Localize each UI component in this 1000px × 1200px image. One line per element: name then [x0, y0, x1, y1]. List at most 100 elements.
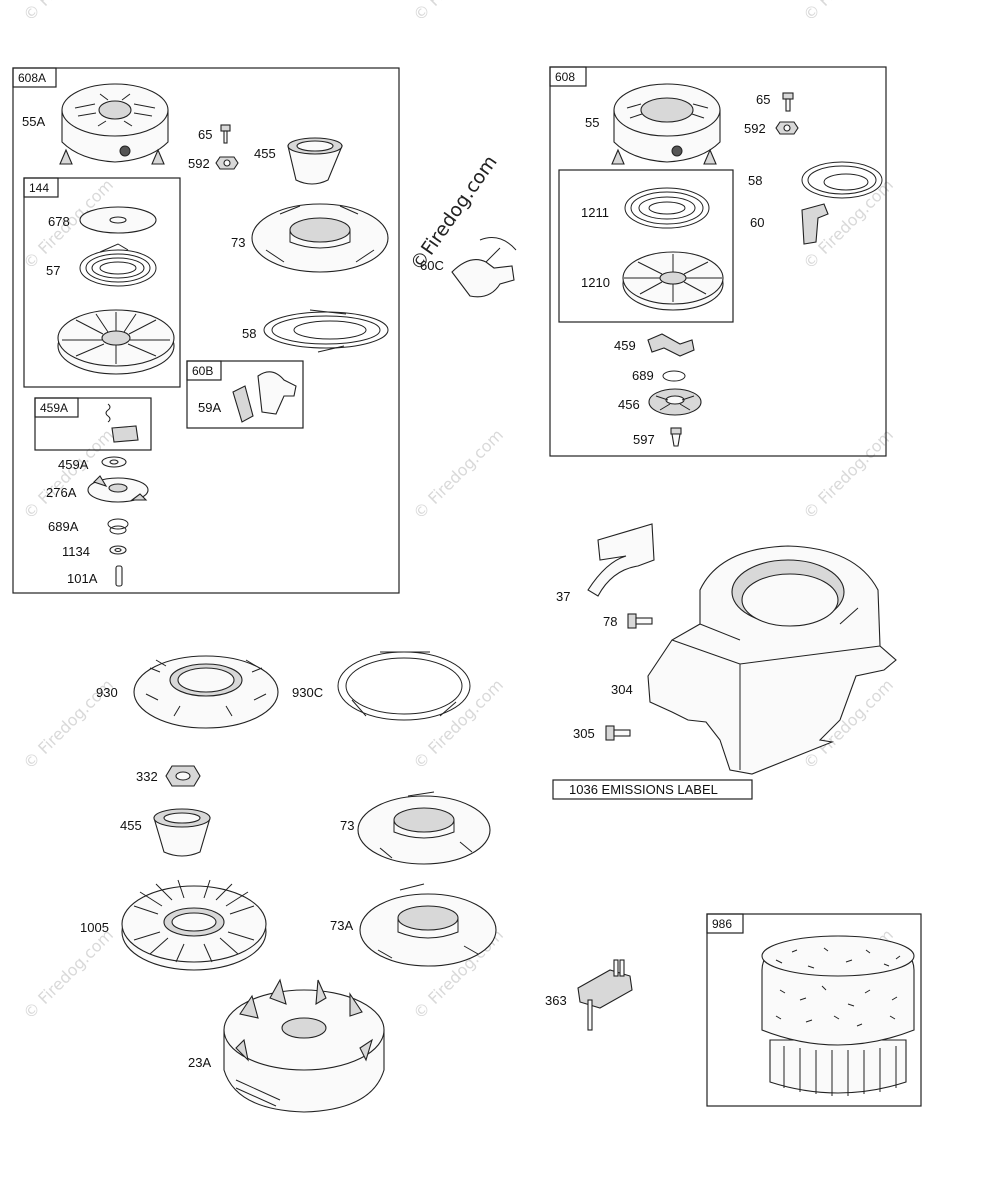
watermark-text: © Firedog.com — [409, 425, 507, 523]
watermark-text: ©Firedog.com — [406, 151, 502, 274]
group-label: 608A — [18, 71, 46, 85]
part-label: 689 — [632, 368, 654, 383]
part-drawing-456 — [648, 388, 702, 416]
group-label: 144 — [29, 181, 49, 195]
part-drawing-678 — [79, 206, 157, 234]
part-drawing-1134 — [109, 545, 127, 555]
part-label: 23A — [188, 1055, 211, 1070]
part-drawing-60 — [801, 203, 829, 245]
group-label: 60B — [192, 364, 213, 378]
part-drawing-58 — [801, 161, 883, 199]
part-label: 55A — [22, 114, 45, 129]
part-drawing-60c — [451, 237, 517, 298]
emissions-label: 1036 EMISSIONS LABEL — [569, 782, 718, 797]
part-label: 459A — [58, 457, 89, 472]
part-drawing-689 — [662, 370, 686, 382]
part-label: 689A — [48, 519, 79, 534]
part-label: 60C — [420, 258, 444, 273]
group-box-60b — [186, 360, 304, 429]
part-drawing-1210 — [622, 251, 724, 311]
subgroup-box — [558, 169, 734, 323]
part-label: 58 — [748, 173, 762, 188]
part-label: 456 — [618, 397, 640, 412]
part-label: 930 — [96, 685, 118, 700]
part-label: 592 — [188, 156, 210, 171]
part-drawing-pulley — [57, 309, 175, 375]
group-box-144 — [23, 177, 181, 388]
part-drawing-78 — [627, 613, 653, 629]
part-label: 930C — [292, 685, 323, 700]
group-box-608 — [549, 66, 887, 457]
part-drawing-58 — [263, 309, 389, 353]
part-drawing-459a — [105, 403, 139, 443]
part-label: 37 — [556, 589, 570, 604]
group-tag — [34, 397, 79, 418]
group-box-986 — [706, 913, 922, 1107]
part-drawing-459 — [647, 333, 695, 357]
part-label: 455 — [120, 818, 142, 833]
part-drawing-73 — [357, 791, 491, 865]
part-drawing-455 — [287, 137, 343, 185]
part-drawing-986 — [761, 935, 915, 1096]
group-label: 608 — [555, 70, 575, 84]
part-drawing-101a — [115, 565, 123, 587]
part-drawing-332 — [165, 765, 201, 787]
part-drawing-55a — [59, 83, 169, 165]
part-label: 1211 — [581, 205, 609, 220]
part-label: 65 — [198, 127, 212, 142]
part-drawing-73a — [359, 883, 497, 967]
part-label: 592 — [744, 121, 766, 136]
group-tag — [186, 360, 222, 381]
part-label: 101A — [67, 571, 98, 586]
part-label: 58 — [242, 326, 256, 341]
watermark-text: © Firedog.com — [19, 925, 117, 1023]
part-drawing-57 — [79, 243, 157, 287]
part-label: 455 — [254, 146, 276, 161]
part-label: 678 — [48, 214, 70, 229]
part-drawing-73 — [251, 203, 389, 273]
group-tag — [23, 177, 59, 198]
center-watermark: ©Firedog.com — [406, 151, 502, 274]
part-label: 60 — [750, 215, 764, 230]
part-drawing-363 — [577, 959, 633, 1031]
part-label: 1005 — [80, 920, 109, 935]
part-drawing-59a — [232, 371, 297, 423]
group-label: 459A — [40, 401, 68, 415]
watermark-text: © Firedog.com — [409, 0, 507, 25]
part-label: 65 — [756, 92, 770, 107]
part-drawing-305 — [605, 725, 631, 741]
watermark-text: © Firedog.com — [19, 425, 117, 523]
part-drawing-456a — [87, 475, 149, 503]
part-label: 73 — [340, 818, 354, 833]
part-drawing-592 — [775, 121, 799, 135]
part-drawing-276a — [101, 456, 127, 468]
part-label: 73A — [330, 918, 353, 933]
part-label: 597 — [633, 432, 655, 447]
part-label: 73 — [231, 235, 245, 250]
part-label: 332 — [136, 769, 158, 784]
part-label: 59A — [198, 400, 221, 415]
part-label: 304 — [611, 682, 633, 697]
part-drawing-930c — [337, 651, 471, 721]
part-drawing-455 — [153, 808, 211, 857]
group-tag — [12, 67, 57, 88]
part-drawing-23a — [223, 978, 385, 1113]
part-drawing-597 — [670, 427, 682, 447]
part-label: 57 — [46, 263, 60, 278]
part-drawing-1005 — [121, 879, 267, 971]
part-label: 459 — [614, 338, 636, 353]
part-drawing-592 — [215, 156, 239, 170]
group-box-459a — [34, 397, 152, 451]
part-drawing-37 — [587, 523, 655, 597]
emissions-label-box — [552, 779, 753, 800]
watermark-text: © Firedog.com — [799, 0, 897, 25]
part-drawing-304 — [647, 545, 897, 775]
part-drawing-65 — [782, 92, 794, 112]
part-drawing-1211 — [624, 187, 710, 229]
part-drawing-930 — [133, 655, 279, 729]
part-drawing-65 — [220, 124, 231, 144]
part-drawing-689a — [107, 518, 129, 535]
part-label: 1210 — [581, 275, 610, 290]
group-tag — [549, 66, 587, 87]
